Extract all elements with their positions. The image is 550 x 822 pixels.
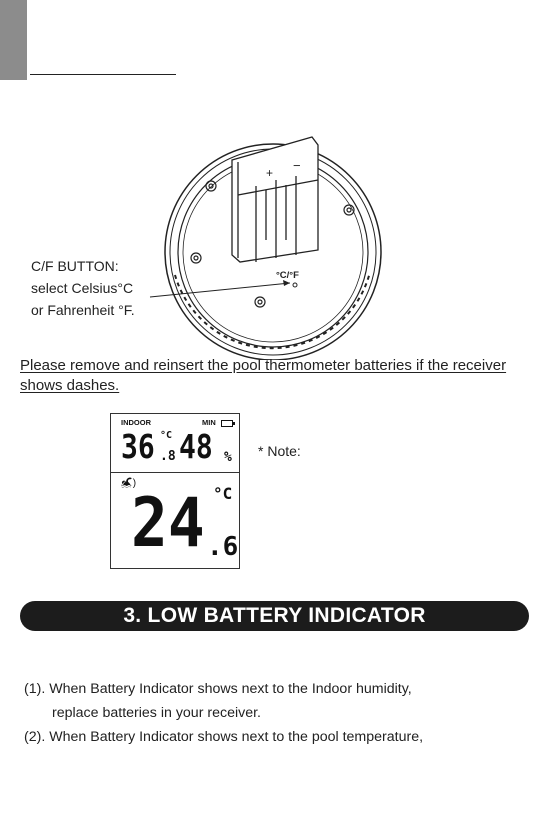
swimmer-signal-icon: 🏊︎)	[120, 478, 137, 489]
page-edge-tab	[0, 0, 27, 80]
section-title: 3. LOW BATTERY INDICATOR	[123, 604, 426, 627]
indoor-temp-main: 36	[121, 427, 155, 466]
cf-mark: °C/°F	[276, 270, 299, 281]
battery-plus-label: +	[266, 166, 273, 180]
thermometer-illustration: + − °C/°F	[149, 136, 382, 360]
callout-line-1: C/F BUTTON:	[31, 258, 119, 274]
side-note: * Note:	[258, 443, 301, 459]
callout-line-2: select Celsius°C	[31, 280, 134, 296]
cf-button-callout: C/F BUTTON: select Celsius°C or Fahrenhe…	[31, 255, 135, 321]
humidity-unit: %	[224, 450, 232, 465]
humidity-value: 48	[179, 427, 213, 466]
section-banner: 3. LOW BATTERY INDICATOR	[20, 601, 529, 631]
lcd-display: INDOOR MIN 36 °C .8 48 % 🏊︎) 24 °C .6	[110, 413, 240, 569]
min-label: MIN	[202, 418, 216, 427]
lcd-indoor-section: INDOOR MIN 36 °C .8 48 %	[111, 414, 239, 473]
steps-list: (1). When Battery Indicator shows next t…	[24, 677, 530, 749]
pool-temp-unit: °C	[213, 484, 233, 503]
pool-temp-decimal: .6	[207, 532, 239, 562]
indoor-temp-decimal: .8	[160, 449, 176, 464]
indoor-label: INDOOR	[121, 418, 151, 427]
indoor-temp-unit: °C	[160, 430, 173, 441]
battery-minus-label: −	[293, 158, 301, 173]
battery-note: Please remove and reinsert the pool ther…	[20, 357, 507, 394]
step-1: (1). When Battery Indicator shows next t…	[24, 681, 412, 697]
callout-line-3: or Fahrenheit °F.	[31, 302, 135, 318]
battery-icon	[221, 420, 235, 427]
step-2: (2). When Battery Indicator shows next t…	[24, 729, 424, 745]
header-rule	[30, 74, 176, 75]
step-1-cont: replace batteries in your receiver.	[52, 705, 261, 721]
pool-temp-main: 24	[131, 484, 205, 563]
